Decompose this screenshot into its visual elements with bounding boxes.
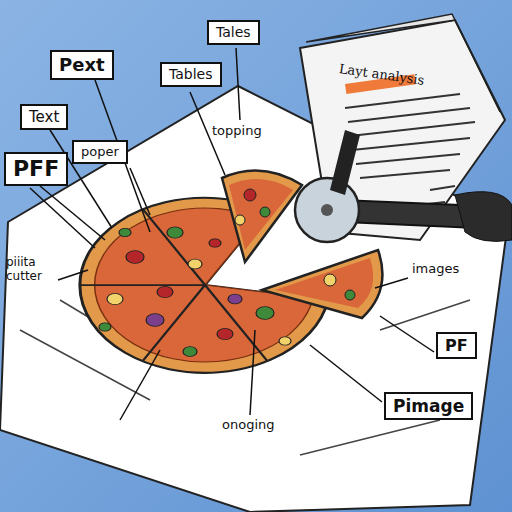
box-label: PFF xyxy=(13,156,59,182)
box-label: PF xyxy=(445,336,468,355)
box-label: poper xyxy=(81,144,119,160)
callout-label: images xyxy=(412,262,459,277)
pizza-cutter xyxy=(295,130,512,242)
box-label: Tales xyxy=(216,24,251,41)
callout-label: topping xyxy=(212,124,262,139)
label-box: Tables xyxy=(160,62,222,87)
leader-lines xyxy=(30,48,434,420)
label-box: PFF xyxy=(4,152,68,186)
box-label: Tables xyxy=(169,66,213,83)
callout-label: onoging xyxy=(222,418,275,433)
pizza-slice xyxy=(262,250,382,318)
label-box: Text xyxy=(20,104,68,130)
label-box: Tales xyxy=(207,20,260,45)
label-box: Pimage xyxy=(384,392,473,420)
callout-label: piiita cutter xyxy=(6,256,58,284)
box-label: Text xyxy=(29,108,59,126)
label-box: poper xyxy=(72,140,128,164)
label-box: PF xyxy=(436,332,477,359)
box-label: Pimage xyxy=(393,396,464,416)
label-box: Pext xyxy=(50,50,114,80)
box-label: Pext xyxy=(59,54,105,76)
pizza-slice xyxy=(222,170,302,262)
